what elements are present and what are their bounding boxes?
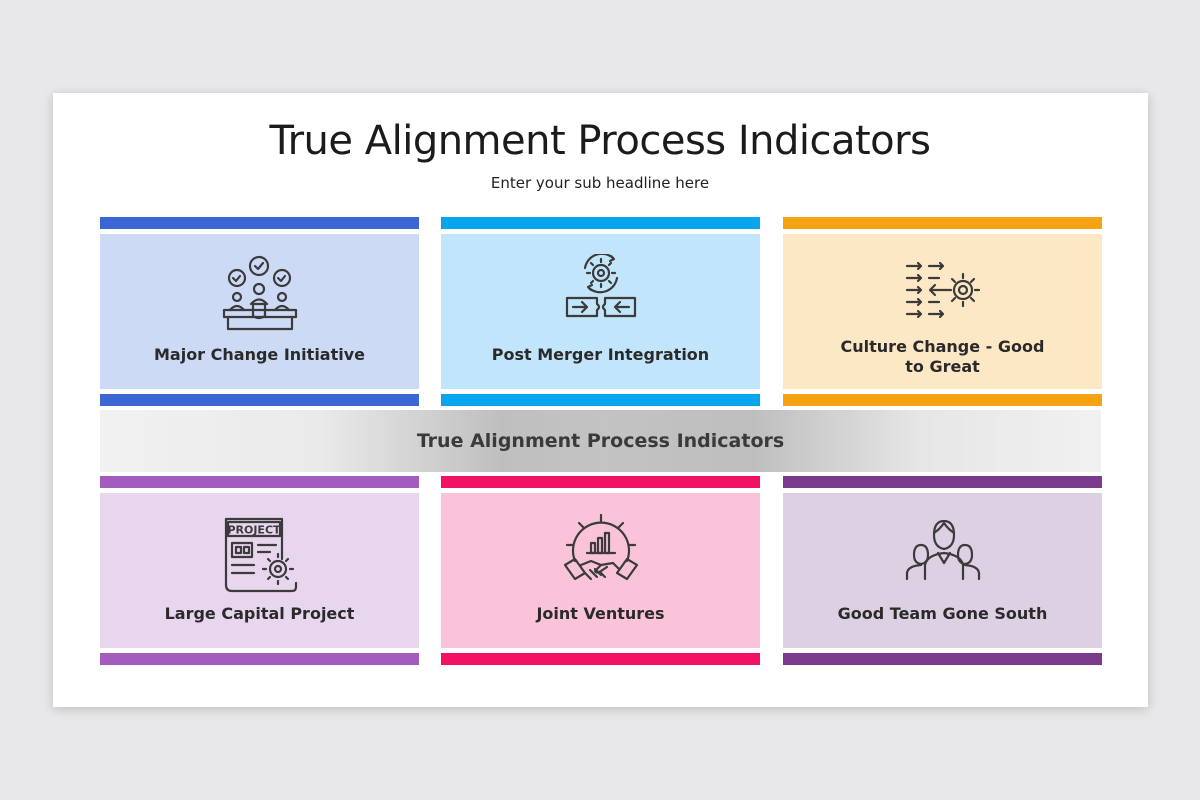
card-label: Post Merger Integration [491,345,710,364]
card-label: Joint Ventures [536,604,665,623]
project-document-icon: PROJECT [220,513,300,593]
card-6-top-bar [783,476,1102,488]
project-icon-text: PROJECT [227,524,281,537]
card-good-team-gone-south: Good Team Gone South [783,493,1102,648]
card-label: Large Capital Project [164,604,355,623]
card-5-bottom-bar [441,653,760,665]
center-band: True Alignment Process Indicators [100,410,1101,472]
card-post-merger-integration: Post Merger Integration [441,234,760,389]
card-2-bottom-bar [441,394,760,406]
card-label: Culture Change - Good to Great [840,337,1045,376]
handshake-gear-icon [561,513,641,593]
card-1-bottom-bar [100,394,419,406]
page-subtitle: Enter your sub headline here [490,174,710,192]
card-label: Good Team Gone South [837,604,1048,623]
card-4-bottom-bar [100,653,419,665]
card-2-top-bar [441,217,760,229]
card-3-top-bar [783,217,1102,229]
card-joint-ventures: Joint Ventures [441,493,760,648]
page-title: True Alignment Process Indicators [269,118,931,164]
merger-gear-icon [561,254,641,334]
arrows-gear-icon [903,254,983,334]
card-label: Major Change Initiative [153,345,366,364]
card-large-capital-project: PROJECT Large Capital Project [100,493,419,648]
card-6-bottom-bar [783,653,1102,665]
card-5-top-bar [441,476,760,488]
team-icon [903,513,983,593]
meeting-approval-icon [220,254,300,334]
card-major-change-initiative: Major Change Initiative [100,234,419,389]
card-1-top-bar [100,217,419,229]
center-band-label: True Alignment Process Indicators [416,430,785,452]
card-culture-change: Culture Change - Good to Great [783,234,1102,389]
card-3-bottom-bar [783,394,1102,406]
card-4-top-bar [100,476,419,488]
